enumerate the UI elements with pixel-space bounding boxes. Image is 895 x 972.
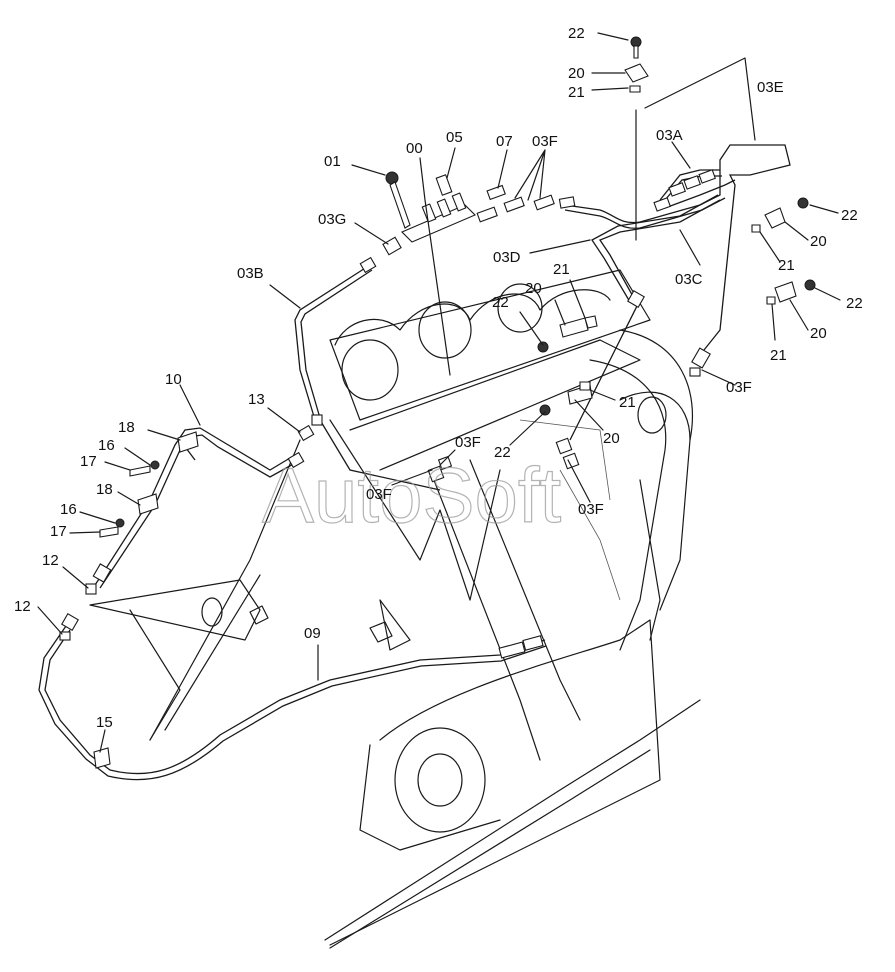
callout-22-center: 22 (492, 294, 509, 311)
callout-16-b: 16 (60, 501, 77, 518)
callout-10: 10 (165, 371, 182, 388)
callout-16-a: 16 (98, 437, 115, 454)
callout-20-right-b: 20 (810, 325, 827, 342)
callout-03D: 03D (493, 249, 521, 266)
callout-18-a: 18 (118, 419, 135, 436)
callout-20-right-a: 20 (810, 233, 827, 250)
callout-18-b: 18 (96, 481, 113, 498)
callout-21-lower: 21 (619, 394, 636, 411)
callout-03E: 03E (757, 79, 784, 96)
callout-22-top: 22 (568, 25, 585, 42)
callout-20-lower: 20 (603, 430, 620, 447)
callout-03F-left: 03F (366, 486, 392, 503)
callout-20-top: 20 (568, 65, 585, 82)
callout-01: 01 (324, 153, 341, 170)
callout-20-center: 20 (525, 280, 542, 297)
watermark-text: AutoSoft (262, 451, 562, 539)
callout-21-top: 21 (568, 84, 585, 101)
callout-21-center: 21 (553, 261, 570, 278)
callout-05: 05 (446, 129, 463, 146)
callout-17-a: 17 (80, 453, 97, 470)
pipe-lines (38, 144, 791, 781)
callout-labels: 22 20 21 03E 01 00 05 07 03F 03A 03G 03D… (14, 25, 863, 731)
fittings (59, 36, 816, 769)
callout-00: 00 (406, 140, 423, 157)
callout-21-right-b: 21 (770, 347, 787, 364)
callout-03F-top: 03F (532, 133, 558, 150)
callout-03A: 03A (656, 127, 683, 144)
callout-03F-mid: 03F (455, 434, 481, 451)
callout-03F-lower-right: 03F (578, 501, 604, 518)
callout-22-right-b: 22 (846, 295, 863, 312)
callout-03G: 03G (318, 211, 346, 228)
callout-21-right-a: 21 (778, 257, 795, 274)
machine-frame-outline (89, 269, 701, 949)
callout-03F-right: 03F (726, 379, 752, 396)
callout-13: 13 (248, 391, 265, 408)
callout-17-b: 17 (50, 523, 67, 540)
callout-03B: 03B (237, 265, 264, 282)
callout-12-a: 12 (42, 552, 59, 569)
callout-03C: 03C (675, 271, 703, 288)
callout-12-b: 12 (14, 598, 31, 615)
callout-22-right-a: 22 (841, 207, 858, 224)
callout-07: 07 (496, 133, 513, 150)
callout-15: 15 (96, 714, 113, 731)
callout-09: 09 (304, 625, 321, 642)
leader-lines (37, 32, 841, 753)
callout-22-lower: 22 (494, 444, 511, 461)
